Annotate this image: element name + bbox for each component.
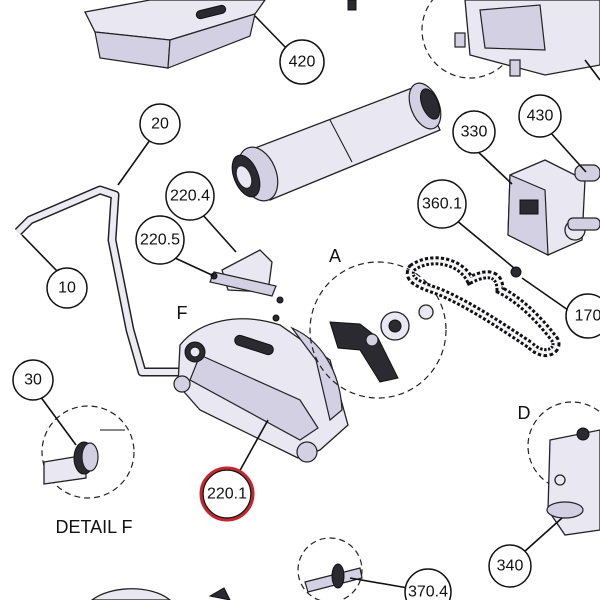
detail-letter-a: A [329, 246, 341, 266]
part-330-motor [507, 159, 600, 278]
callout-360-1-label: 360.1 [422, 196, 462, 213]
detail-f-fitting [41, 405, 135, 499]
callout-370-4-label: 370.4 [408, 584, 448, 600]
detail-letter-d: D [518, 403, 531, 423]
part-220-4-bracket [209, 249, 284, 322]
callout-330-label: 330 [461, 124, 488, 141]
part-420-tray [84, 0, 266, 69]
part-20-hose [14, 185, 180, 377]
callout-220-1: 220.1 [199, 466, 255, 522]
callout-20: 20 [139, 103, 181, 145]
callout-340-label: 340 [497, 558, 524, 575]
callout-20-label: 20 [151, 116, 169, 133]
callout-170: 170 [565, 293, 600, 339]
callout-220-1-highlight-ring [199, 466, 255, 522]
callout-220-1-label: 220.1 [207, 486, 247, 503]
callout-220-4-label: 220.4 [170, 188, 210, 205]
part-220-1-side-cover [173, 318, 349, 463]
callout-420: 420 [279, 39, 325, 85]
callout-360-1: 360.1 [417, 179, 467, 229]
part-370-4-clip [297, 537, 363, 600]
callout-30-label: 30 [24, 372, 42, 389]
callout-10-label: 10 [58, 280, 76, 297]
callout-30: 30 [12, 359, 54, 401]
detail-a-gearset [309, 261, 447, 399]
detail-d-impeller [527, 401, 600, 536]
detail-f-caption: DETAIL F [55, 517, 132, 537]
callout-10: 10 [46, 267, 88, 309]
callout-370-4: 370.4 [404, 568, 452, 600]
callout-340: 340 [488, 544, 532, 588]
callout-170-label: 170 [575, 308, 600, 325]
leader-lines [21, 15, 587, 589]
callout-220-4: 220.4 [165, 171, 215, 221]
detail-letter-f: F [177, 303, 188, 323]
callout-430: 430 [518, 94, 562, 138]
callout-330: 330 [452, 110, 496, 154]
part-bottom-left-fragment [90, 587, 231, 600]
part-top-housing [347, 0, 600, 81]
callout-220-5-label: 220.5 [140, 232, 180, 249]
part-roller-cylinder [231, 82, 442, 202]
callout-430-label: 430 [527, 108, 554, 125]
callout-420-label: 420 [289, 54, 316, 71]
part-drive-belt [405, 256, 561, 358]
callout-220-5: 220.5 [135, 215, 185, 265]
